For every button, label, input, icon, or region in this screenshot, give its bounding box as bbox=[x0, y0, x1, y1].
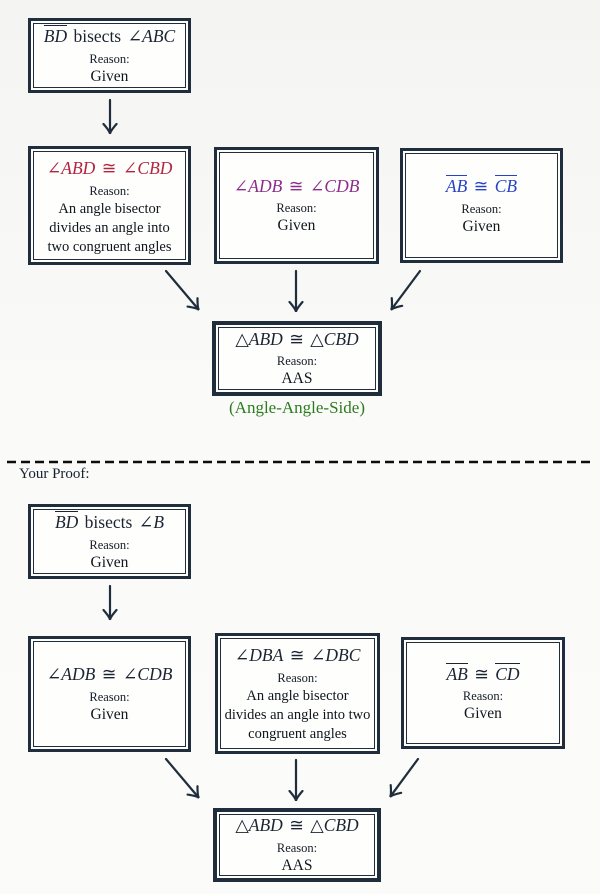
your-proof-label: Your Proof: bbox=[19, 466, 90, 482]
your-box-angle-adb-cdb: ∠ADB ≅ ∠CDB Reason: Given bbox=[28, 636, 191, 752]
reason-label: Reason: bbox=[462, 689, 504, 704]
reason-text: AAS bbox=[281, 856, 313, 874]
arrow-diagonal-left bbox=[389, 757, 420, 798]
box-conclusion-aas: △ABD ≅ △CBD Reason: AAS bbox=[212, 321, 382, 396]
statement-text: AB ≅ CD bbox=[446, 662, 520, 684]
reason-text: An angle bisector divides an angle into … bbox=[224, 687, 371, 743]
reason-text: Given bbox=[277, 217, 316, 235]
reason-label: Reason: bbox=[89, 537, 130, 552]
your-box-conclusion-aas: △ABD ≅ △CBD Reason: AAS bbox=[213, 808, 381, 882]
box-angle-abd-cbd: ∠ABD ≅ ∠CBD Reason: An angle bisector di… bbox=[28, 146, 191, 265]
statement-text: △ABD ≅ △CBD bbox=[235, 815, 359, 836]
your-box-side-ab-cd: AB ≅ CD Reason: Given bbox=[401, 637, 565, 749]
reason-text: Given bbox=[90, 553, 129, 571]
statement-text: ∠DBA ≅ ∠DBC bbox=[234, 645, 361, 665]
reason-text: AAS bbox=[281, 370, 313, 388]
reason-text: Given bbox=[90, 705, 129, 723]
statement-text: BD bisects ∠B bbox=[54, 511, 165, 533]
statement-text: BD bisects ∠ABC bbox=[43, 25, 176, 47]
reason-label: Reason: bbox=[276, 840, 318, 855]
reason-label: Reason: bbox=[89, 183, 130, 198]
arrow-down bbox=[102, 98, 118, 135]
aas-expansion-note: (Angle-Angle-Side) bbox=[229, 398, 365, 417]
statement-text: AB ≅ CB bbox=[445, 175, 518, 197]
reason-label: Reason: bbox=[276, 201, 317, 216]
statement-text: ∠ADB ≅ ∠CDB bbox=[233, 175, 360, 196]
box-side-ab-cb: AB ≅ CB Reason: Given bbox=[400, 148, 563, 263]
arrow-diagonal-right bbox=[164, 269, 200, 311]
box-angle-adb-cdb: ∠ADB ≅ ∠CDB Reason: Given bbox=[214, 147, 379, 264]
arrow-down bbox=[288, 269, 304, 313]
reason-text: Given bbox=[462, 217, 501, 235]
reason-label: Reason: bbox=[277, 670, 318, 685]
arrow-diagonal-right bbox=[164, 757, 200, 799]
reason-text: Given bbox=[464, 705, 502, 723]
reason-text: Given bbox=[90, 67, 129, 85]
reason-text: An angle bisector divides an angle into … bbox=[47, 200, 172, 256]
statement-text: △ABD ≅ △CBD bbox=[235, 328, 359, 349]
statement-text: ∠ABD ≅ ∠CBD bbox=[46, 158, 173, 178]
your-box-angle-dba-dbc: ∠DBA ≅ ∠DBC Reason: An angle bisector di… bbox=[215, 633, 380, 754]
statement-text: ∠ADB ≅ ∠CDB bbox=[46, 664, 173, 685]
box-given-bd: BD bisects ∠ABC Reason: Given bbox=[28, 18, 191, 93]
reason-label: Reason: bbox=[89, 689, 130, 704]
your-box-given-bd: BD bisects ∠B Reason: Given bbox=[28, 504, 191, 579]
arrow-diagonal-left bbox=[390, 269, 422, 311]
reason-label: Reason: bbox=[461, 201, 502, 216]
arrow-down bbox=[288, 758, 304, 802]
reason-label: Reason: bbox=[89, 51, 130, 66]
reason-label: Reason: bbox=[276, 354, 318, 369]
arrow-down bbox=[102, 584, 118, 621]
